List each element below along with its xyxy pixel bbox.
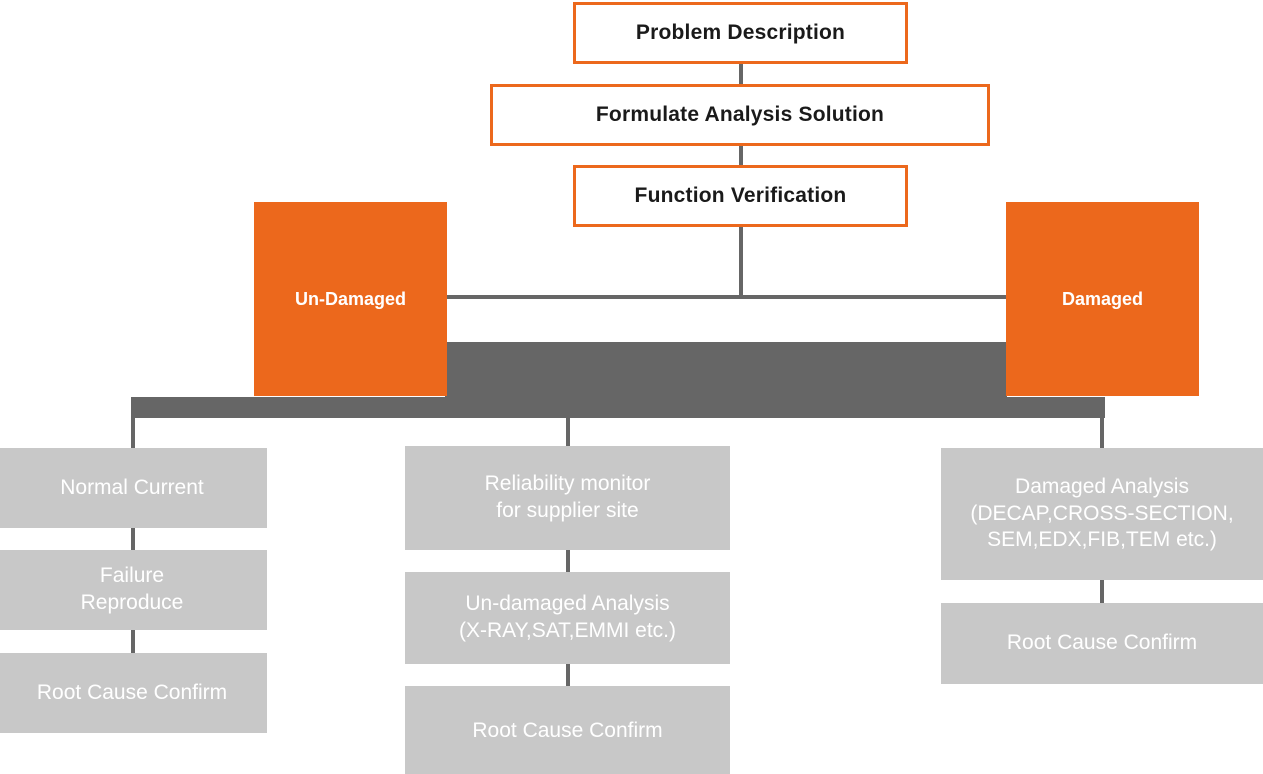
box-reliability-monitor-line2: for supplier site (496, 499, 639, 522)
connector-reliability-to-un-damaged-analysis (566, 550, 570, 573)
connector-function-to-split (739, 227, 743, 299)
box-normal-current[interactable]: Normal Current (0, 448, 267, 528)
box-formulate-analysis-solution-label: Formulate Analysis Solution (595, 103, 885, 126)
box-damaged-analysis[interactable]: Damaged Analysis (DECAP,CROSS-SECTION, S… (941, 448, 1263, 580)
box-failure-reproduce-line1: Failure (99, 564, 165, 588)
connector-failure-reproduce-to-root-cause (131, 630, 135, 654)
box-un-damaged-analysis-line1: Un-damaged Analysis (465, 592, 670, 616)
box-problem-description[interactable]: Problem Description (573, 2, 908, 64)
box-damaged-analysis-line2: (DECAP,CROSS-SECTION, (970, 501, 1234, 525)
box-failure-reproduce-line2: Reproduce (80, 591, 184, 614)
block-un-damaged[interactable]: Un-Damaged (254, 202, 447, 396)
block-damaged[interactable]: Damaged (1006, 202, 1199, 396)
box-damaged-analysis-line1: Damaged Analysis (1015, 474, 1189, 498)
box-root-cause-confirm-middle-label: Root Cause Confirm (472, 719, 663, 743)
box-un-damaged-analysis-line2: (X-RAY,SAT,EMMI etc.) (458, 619, 677, 642)
connector-formulate-to-function (739, 146, 743, 167)
box-root-cause-confirm-left-label: Root Cause Confirm (36, 680, 228, 704)
box-function-verification-label: Function Verification (634, 184, 847, 207)
block-damaged-label: Damaged (1061, 288, 1144, 309)
box-reliability-monitor-line1: Reliability monitor (484, 472, 651, 496)
connector-split-horizontal (444, 295, 1010, 299)
connector-merge-band-lower (131, 397, 1105, 418)
connector-band-to-right-branch (1100, 415, 1104, 448)
box-un-damaged-analysis[interactable]: Un-damaged Analysis (X-RAY,SAT,EMMI etc.… (405, 572, 730, 664)
connector-merge-band-upper (445, 342, 1007, 397)
box-failure-reproduce[interactable]: Failure Reproduce (0, 550, 267, 630)
connector-band-to-middle-branch (566, 415, 570, 448)
box-damaged-analysis-line3: SEM,EDX,FIB,TEM etc.) (987, 528, 1217, 552)
connector-damaged-analysis-to-root-cause (1100, 580, 1104, 604)
box-root-cause-confirm-left[interactable]: Root Cause Confirm (0, 653, 267, 733)
box-formulate-analysis-solution[interactable]: Formulate Analysis Solution (490, 84, 990, 146)
box-root-cause-confirm-right[interactable]: Root Cause Confirm (941, 603, 1263, 684)
box-root-cause-confirm-right-label: Root Cause Confirm (1006, 631, 1198, 655)
box-root-cause-confirm-middle[interactable]: Root Cause Confirm (405, 686, 730, 774)
connector-normal-current-to-failure-reproduce (131, 528, 135, 552)
connector-problem-to-formulate (739, 64, 743, 85)
box-reliability-monitor[interactable]: Reliability monitor for supplier site (405, 446, 730, 550)
box-problem-description-label: Problem Description (635, 21, 846, 44)
connector-un-damaged-analysis-to-root-cause (566, 663, 570, 686)
block-un-damaged-label: Un-Damaged (294, 288, 406, 309)
connector-band-to-left-branch (131, 415, 135, 448)
box-function-verification[interactable]: Function Verification (573, 165, 908, 227)
box-normal-current-label: Normal Current (60, 475, 204, 499)
